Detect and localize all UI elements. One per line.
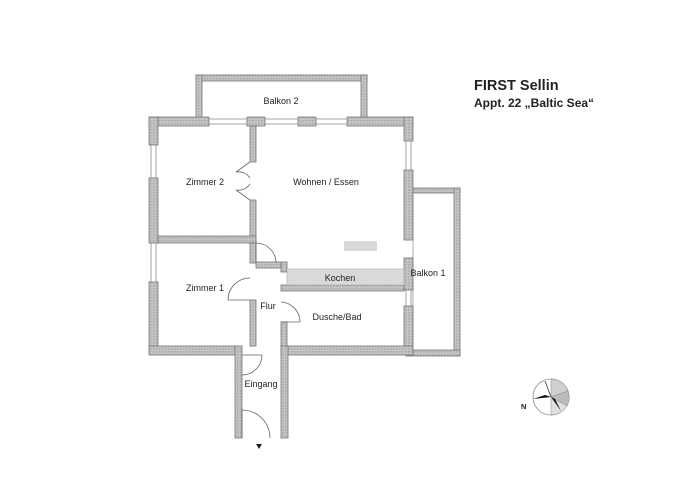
interior-walls [157,125,405,347]
label-eingang: Eingang [244,379,277,389]
label-dusche-bad: Dusche/Bad [312,312,361,322]
label-kochen: Kochen [325,273,356,283]
label-wohnen-essen: Wohnen / Essen [293,177,359,187]
label-balkon-1: Balkon 1 [410,268,445,278]
label-zimmer-2: Zimmer 2 [186,177,224,187]
project-title: FIRST Sellin [474,78,559,94]
entrance-arrow-icon [256,444,262,449]
kitchen-island [344,241,377,251]
label-balkon-2: Balkon 2 [263,96,298,106]
room-labels: Balkon 2 Zimmer 2 Wohnen / Essen Zimmer … [186,96,446,389]
door-swings [227,161,301,439]
kitchen-counter [286,268,405,286]
exterior-walls [148,116,414,439]
compass-icon [532,378,570,416]
label-zimmer-1: Zimmer 1 [186,283,224,293]
label-flur: Flur [260,301,276,311]
title-block: FIRST Sellin Appt. 22 „Baltic Sea“ [474,78,594,111]
compass-north-label: N [521,402,526,411]
windows [150,118,412,306]
apartment-subtitle: Appt. 22 „Baltic Sea“ [474,96,595,110]
